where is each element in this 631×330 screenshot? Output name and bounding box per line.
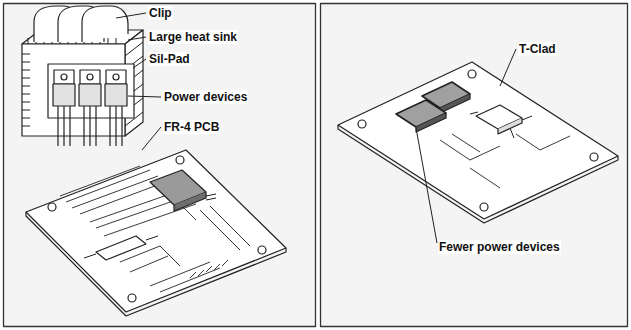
leader-line xyxy=(500,49,516,86)
right-panel xyxy=(321,4,628,327)
leader-lines xyxy=(116,13,516,243)
leader-line xyxy=(128,96,161,97)
clip xyxy=(34,6,128,42)
tclad-board xyxy=(338,62,618,223)
part-label: FR-4 PCB xyxy=(163,120,220,134)
leader-line xyxy=(416,128,437,243)
part-label: Fewer power devices xyxy=(438,240,561,254)
fr4-board xyxy=(26,150,286,316)
leader-line xyxy=(128,37,146,40)
power-devices xyxy=(53,70,127,146)
part-label: Power devices xyxy=(163,90,248,104)
leader-line xyxy=(133,59,146,68)
sil-pad xyxy=(48,64,134,118)
part-label: T-Clad xyxy=(518,42,557,56)
part-label: Large heat sink xyxy=(148,30,238,44)
leader-line xyxy=(142,127,161,150)
heat-sink xyxy=(22,30,143,136)
part-label: Clip xyxy=(148,6,173,20)
left-panel xyxy=(4,4,316,327)
part-label: Sil-Pad xyxy=(148,52,191,66)
leader-line xyxy=(116,13,146,18)
